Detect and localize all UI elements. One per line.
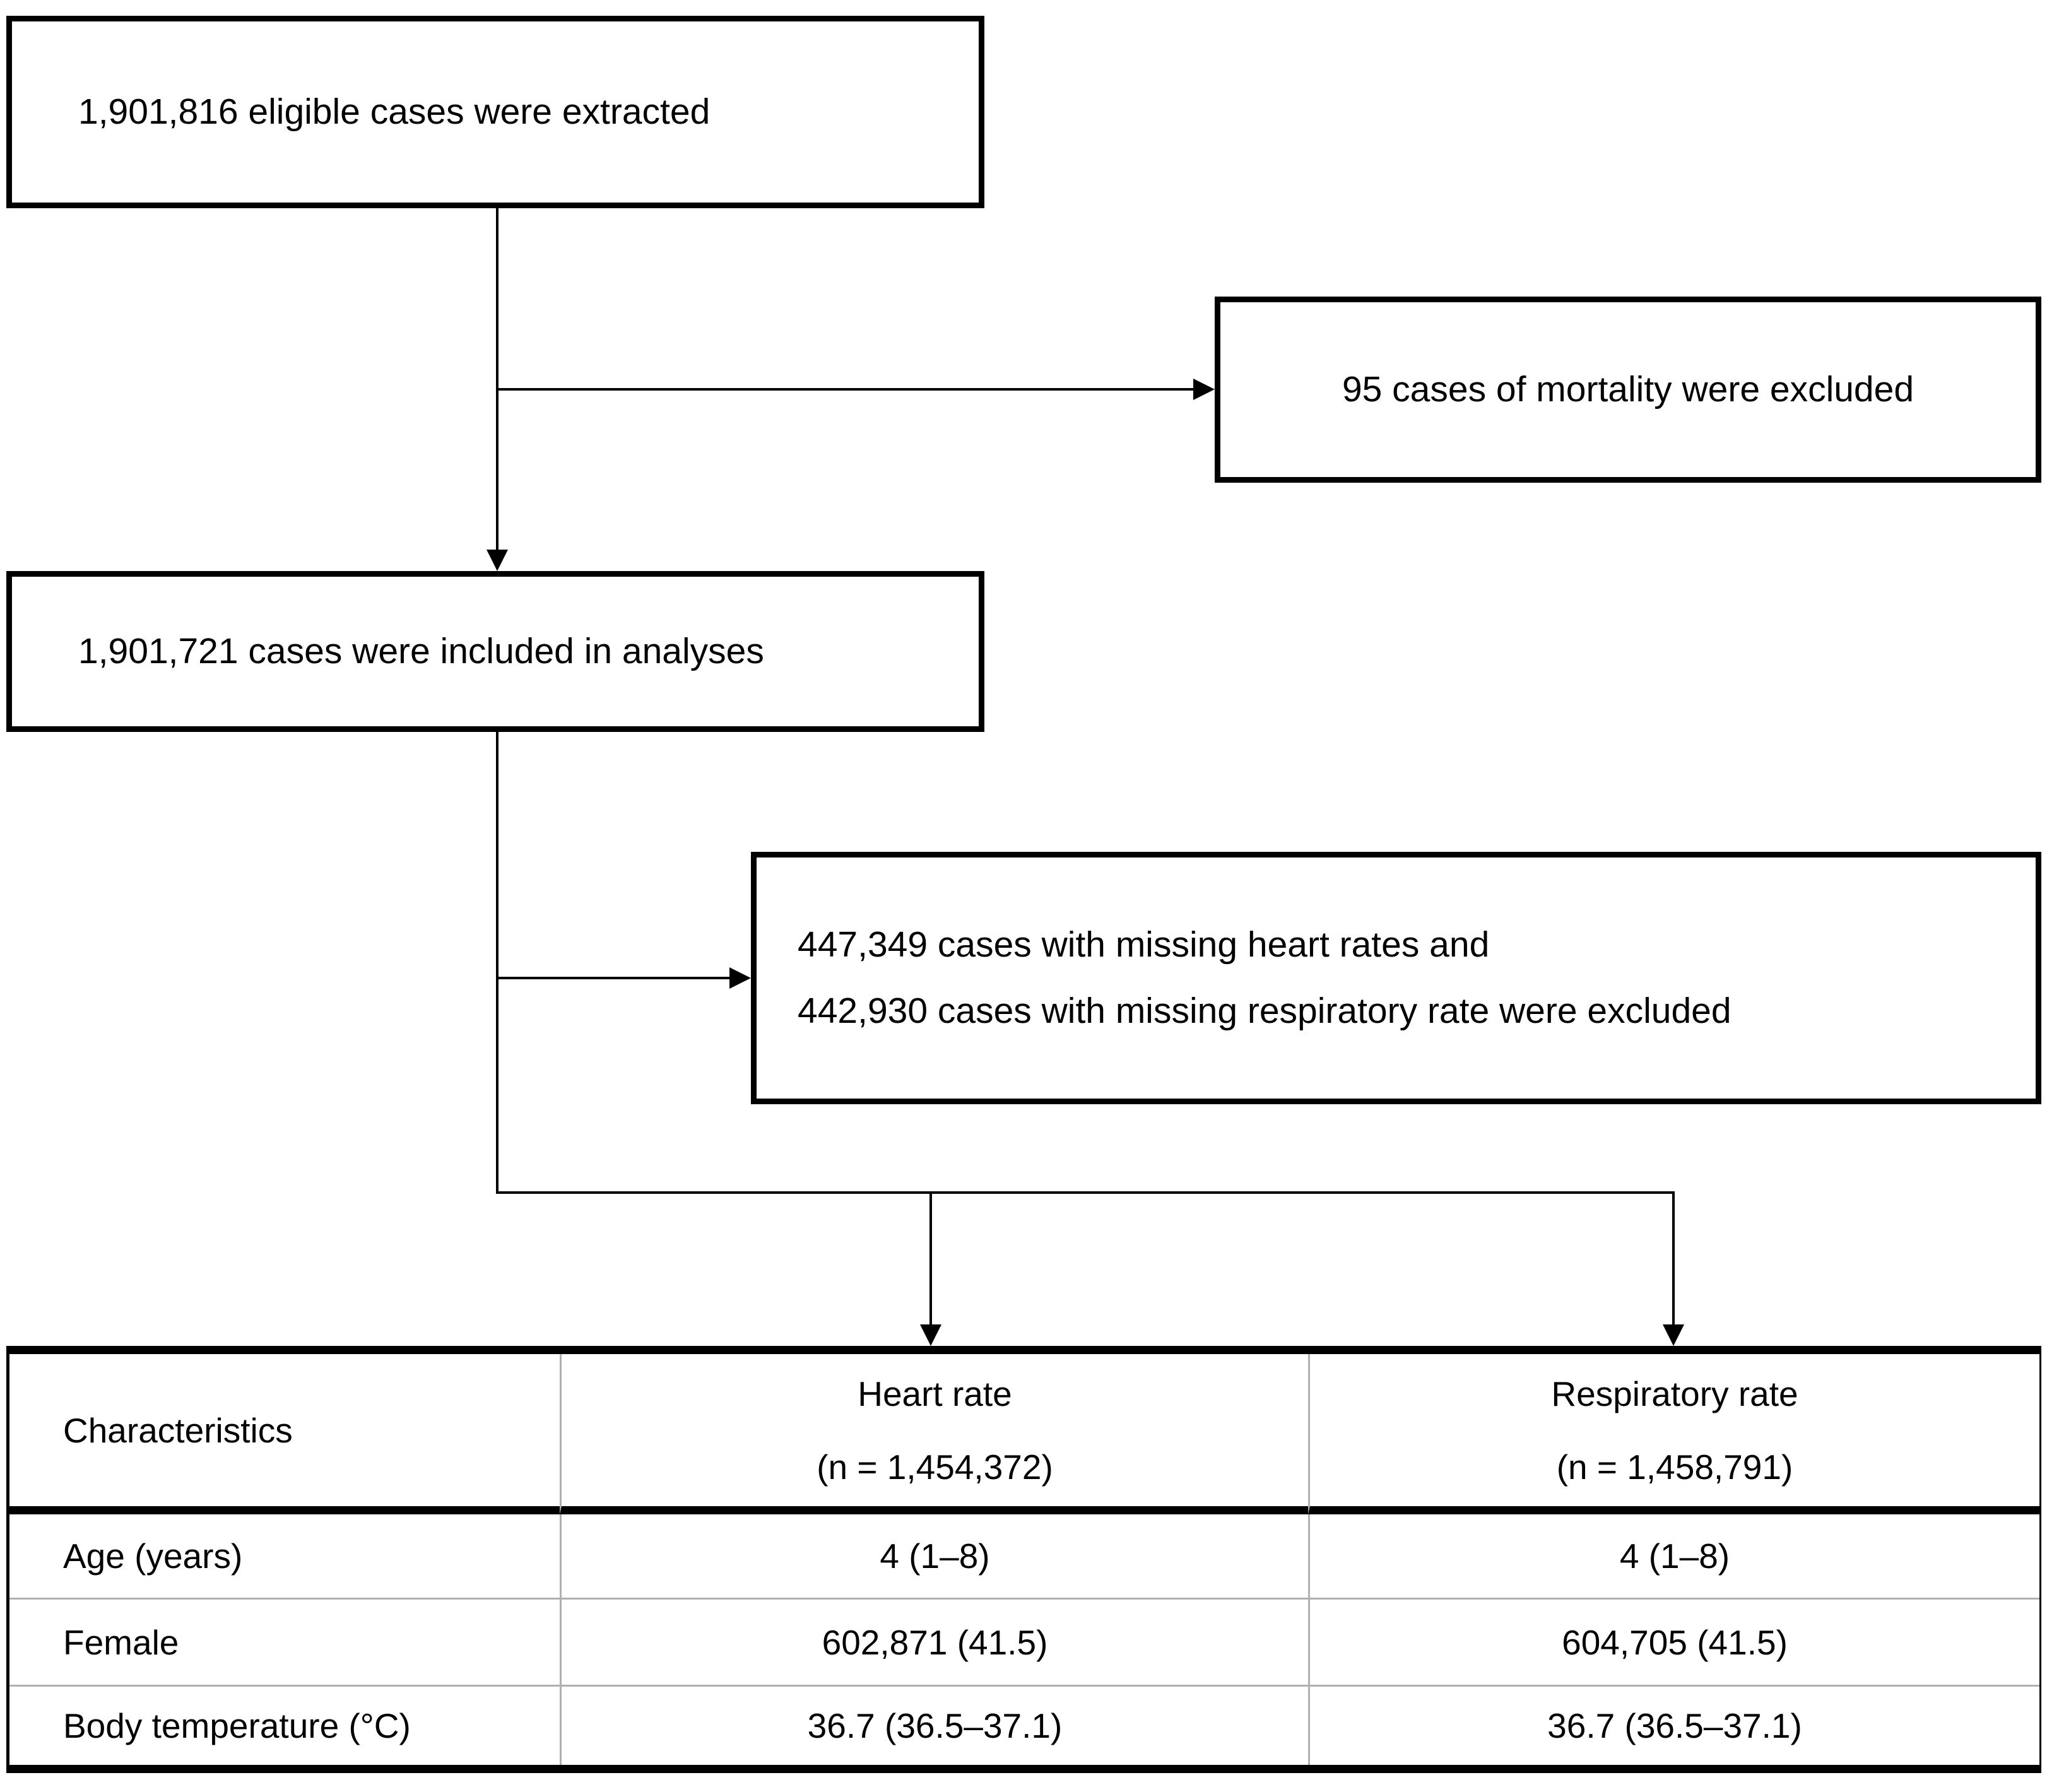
arrowhead-down-icon bbox=[1663, 1324, 1684, 1346]
arrowhead-right-icon bbox=[1193, 379, 1215, 400]
table-row-bodytemp-resp-value: 36.7 (36.5–37.1) bbox=[1308, 1685, 2039, 1765]
arrowhead-right-icon bbox=[729, 967, 751, 989]
female-label-text: Female bbox=[63, 1622, 179, 1662]
connector-included-down bbox=[496, 732, 498, 1194]
flow-box-mortality-excluded: 95 cases of mortality were excluded bbox=[1215, 297, 2041, 483]
table-header-heart-rate: Heart rate (n = 1,454,372) bbox=[560, 1354, 1308, 1514]
table-row-female-heart-value: 602,871 (41.5) bbox=[560, 1598, 1308, 1685]
connector-branch-to-mortality bbox=[497, 388, 1195, 391]
connector-to-respiratory-rate-column bbox=[1672, 1193, 1675, 1327]
flow-box-missing-excluded-line2: 442,930 cases with missing respiratory r… bbox=[798, 991, 1731, 1031]
table-row-age-heart-value: 4 (1–8) bbox=[560, 1514, 1308, 1598]
table-row-bodytemp-heart-value: 36.7 (36.5–37.1) bbox=[560, 1685, 1308, 1765]
flow-box-included-cases: 1,901,721 cases were included in analyse… bbox=[6, 571, 984, 732]
flow-box-mortality-excluded-text: 95 cases of mortality were excluded bbox=[1342, 369, 1914, 410]
table-row-female-label: Female bbox=[9, 1598, 560, 1685]
arrowhead-down-icon bbox=[920, 1324, 941, 1346]
connector-branch-to-missing bbox=[497, 977, 731, 979]
arrowhead-down-icon bbox=[487, 550, 508, 571]
female-resp-text: 604,705 (41.5) bbox=[1562, 1622, 1788, 1662]
table-row-female-resp-value: 604,705 (41.5) bbox=[1308, 1598, 2039, 1685]
respiratory-rate-title: Respiratory rate bbox=[1551, 1374, 1798, 1413]
table-row-age-label: Age (years) bbox=[9, 1514, 560, 1598]
heart-rate-n: (n = 1,454,372) bbox=[817, 1447, 1053, 1487]
table-header-respiratory-rate: Respiratory rate (n = 1,458,791) bbox=[1308, 1354, 2039, 1514]
flow-box-included-cases-text: 1,901,721 cases were included in analyse… bbox=[78, 631, 764, 672]
connector-to-heart-rate-column bbox=[929, 1193, 932, 1327]
connector-extracted-to-included bbox=[496, 208, 498, 553]
table-row-bodytemp-label: Body temperature (°C) bbox=[9, 1685, 560, 1765]
flow-box-missing-excluded: 447,349 cases with missing heart rates a… bbox=[751, 852, 2041, 1104]
table-header-characteristics-text: Characteristics bbox=[63, 1410, 293, 1450]
age-label-text: Age (years) bbox=[63, 1536, 243, 1576]
table-row-age-resp-value: 4 (1–8) bbox=[1308, 1514, 2039, 1598]
female-heart-text: 602,871 (41.5) bbox=[822, 1622, 1048, 1662]
age-resp-text: 4 (1–8) bbox=[1619, 1536, 1730, 1576]
table-header-characteristics: Characteristics bbox=[9, 1354, 560, 1514]
bodytemp-resp-text: 36.7 (36.5–37.1) bbox=[1547, 1706, 1802, 1745]
flow-box-missing-excluded-line1: 447,349 cases with missing heart rates a… bbox=[798, 924, 1490, 965]
flow-box-eligible-cases: 1,901,816 eligible cases were extracted bbox=[6, 16, 984, 208]
bodytemp-label-text: Body temperature (°C) bbox=[63, 1706, 411, 1745]
flow-box-eligible-cases-text: 1,901,816 eligible cases were extracted bbox=[78, 91, 711, 133]
respiratory-rate-n: (n = 1,458,791) bbox=[1556, 1447, 1793, 1487]
characteristics-table: Characteristics Heart rate (n = 1,454,37… bbox=[6, 1346, 2041, 1773]
bodytemp-heart-text: 36.7 (36.5–37.1) bbox=[807, 1706, 1063, 1745]
heart-rate-title: Heart rate bbox=[858, 1374, 1012, 1413]
age-heart-text: 4 (1–8) bbox=[880, 1536, 990, 1576]
connector-distributor bbox=[496, 1191, 1675, 1194]
